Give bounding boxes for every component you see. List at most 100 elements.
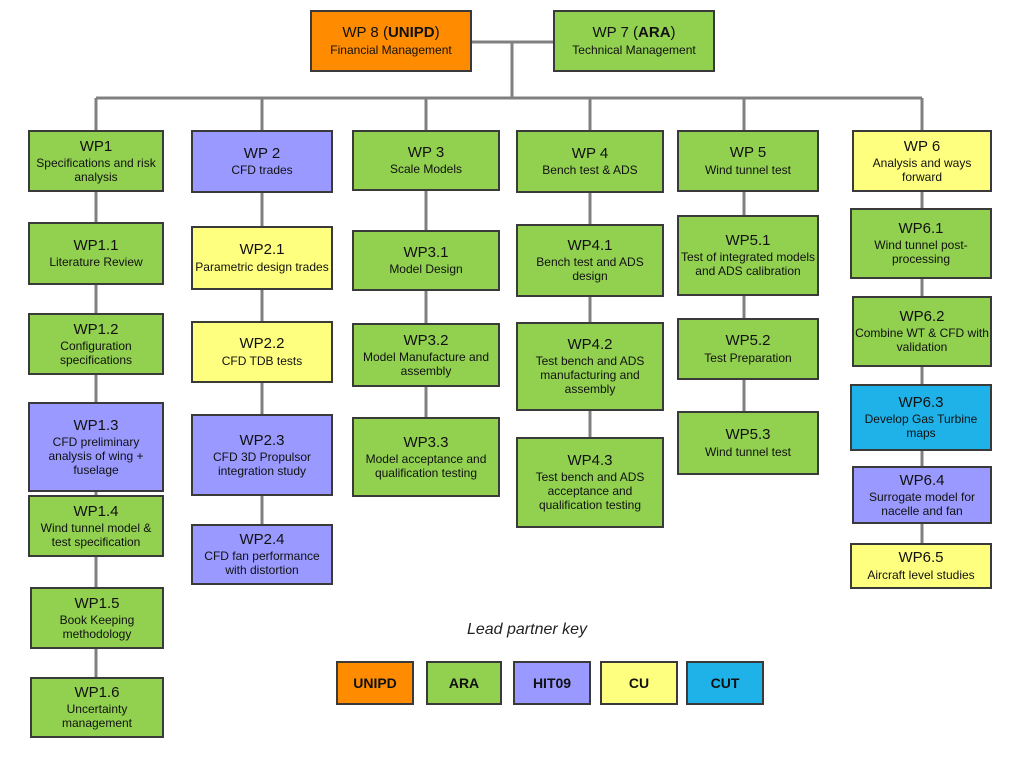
wp2-title: CFD trades [231, 163, 293, 178]
wp2-1-code: WP2.1 [239, 241, 285, 259]
wp1-6-code: WP1.6 [74, 684, 120, 702]
wp1-2-code: WP1.2 [73, 320, 119, 338]
wp8-box: WP 8 (UNIPD) Financial Management [310, 10, 472, 72]
wp6-1-title: Wind tunnel post-processing [874, 238, 968, 267]
wp3-1-title: Model Design [389, 262, 463, 277]
wp6-4-box: WP6.4 Surrogate model for nacelle and fa… [852, 466, 992, 524]
wp1-2-box: WP1.2 Configuration specifications [28, 313, 164, 375]
wp1-5-code: WP1.5 [74, 594, 120, 612]
wp5-3-box: WP5.3 Wind tunnel test [677, 411, 819, 475]
wp2-4-title: CFD fan performance with distortion [204, 549, 320, 578]
wp1-1-title: Literature Review [49, 255, 143, 270]
wp4-1-code: WP4.1 [567, 237, 613, 255]
wp1-5-title: Book Keeping methodology [59, 612, 135, 641]
wp2-1-title: Parametric design trades [195, 259, 329, 274]
wp5-title: Wind tunnel test [704, 162, 792, 177]
wp3-3-box: WP3.3 Model acceptance and qualification… [352, 417, 500, 497]
wp2-4-code: WP2.4 [239, 531, 285, 549]
wp5-1-box: WP5.1 Test of integrated models and ADS … [677, 215, 819, 296]
wp1-title: Specifications and risk analysis [36, 155, 156, 184]
wp4-1-title: Bench test and ADS design [536, 255, 644, 284]
wp7-box: WP 7 (ARA) Technical Management [553, 10, 715, 72]
wp6-3-code: WP6.3 [898, 394, 944, 412]
wp5-2-title: Test Preparation [704, 350, 792, 365]
wp6-2-code: WP6.2 [899, 308, 945, 326]
wp2-4-box: WP2.4 CFD fan performance with distortio… [191, 524, 333, 585]
wp3-1-box: WP3.1 Model Design [352, 230, 500, 291]
wp2-3-title: CFD 3D Propulsor integration study [212, 449, 312, 478]
wp8-partner: UNIPD [387, 24, 435, 42]
wp2-2-box: WP2.2 CFD TDB tests [191, 321, 333, 383]
wp1-4-code: WP1.4 [73, 502, 119, 520]
wp3-3-title: Model acceptance and qualification testi… [365, 451, 487, 480]
wp6-3-title: Develop Gas Turbine maps [864, 412, 978, 441]
wp6-1-code: WP6.1 [898, 220, 944, 238]
wp5-code: WP 5 [729, 144, 767, 162]
wp5-1-title: Test of integrated models and ADS calibr… [680, 250, 816, 279]
wp3-3-code: WP3.3 [403, 433, 449, 451]
wp1-3-box: WP1.3 CFD preliminary analysis of wing +… [28, 402, 164, 492]
wp3-box: WP 3 Scale Models [352, 130, 500, 191]
wp6-2-title: Combine WT & CFD with validation [855, 326, 989, 355]
wp4-box: WP 4 Bench test & ADS [516, 130, 664, 193]
key-cut: CUT [686, 661, 764, 705]
wp7-code: WP 7 [592, 24, 629, 42]
wp5-2-box: WP5.2 Test Preparation [677, 318, 819, 380]
wp6-2-box: WP6.2 Combine WT & CFD with validation [852, 296, 992, 367]
wp3-2-title: Model Manufacture and assembly [362, 349, 490, 378]
wp2-2-code: WP2.2 [239, 335, 285, 353]
wp3-2-box: WP3.2 Model Manufacture and assembly [352, 323, 500, 387]
key-title: Lead partner key [466, 621, 588, 638]
wp1-code: WP1 [79, 137, 113, 155]
key-hit09: HIT09 [513, 661, 591, 705]
wp1-box: WP1 Specifications and risk analysis [28, 130, 164, 192]
wp1-2-title: Configuration specifications [59, 338, 133, 367]
wp4-1-box: WP4.1 Bench test and ADS design [516, 224, 664, 297]
key-unipd: UNIPD [336, 661, 414, 705]
wp8-title: Financial Management [330, 42, 452, 57]
wp8-code: WP 8 [342, 24, 379, 42]
wp3-2-code: WP3.2 [403, 331, 449, 349]
wp2-3-box: WP2.3 CFD 3D Propulsor integration study [191, 414, 333, 496]
wp2-1-box: WP2.1 Parametric design trades [191, 226, 333, 290]
wp1-4-box: WP1.4 Wind tunnel model & test specifica… [28, 495, 164, 557]
wp1-3-title: CFD preliminary analysis of wing + fusel… [48, 434, 144, 477]
wp2-3-code: WP2.3 [239, 431, 285, 449]
wp1-6-box: WP1.6 Uncertainty management [30, 677, 164, 738]
wp2-code: WP 2 [243, 144, 281, 162]
wp6-4-code: WP6.4 [899, 471, 945, 489]
key-cu: CU [600, 661, 678, 705]
wp1-4-title: Wind tunnel model & test specification [40, 520, 152, 549]
wp3-title: Scale Models [389, 162, 463, 177]
wp4-title: Bench test & ADS [542, 163, 638, 178]
wp4-3-box: WP4.3 Test bench and ADS acceptance and … [516, 437, 664, 528]
wp2-2-title: CFD TDB tests [221, 353, 303, 368]
wp6-4-title: Surrogate model for nacelle and fan [868, 489, 976, 518]
wp1-1-code: WP1.1 [73, 236, 119, 254]
wp5-1-code: WP5.1 [725, 232, 771, 250]
wp6-1-box: WP6.1 Wind tunnel post-processing [850, 208, 992, 279]
wp6-5-code: WP6.5 [898, 549, 944, 567]
wp1-1-box: WP1.1 Literature Review [28, 222, 164, 285]
wp4-2-title: Test bench and ADS manufacturing and ass… [535, 354, 645, 397]
wp6-5-title: Aircraft level studies [867, 567, 975, 582]
wp4-3-title: Test bench and ADS acceptance and qualif… [535, 470, 645, 513]
wp3-1-code: WP3.1 [403, 243, 449, 261]
wp5-box: WP 5 Wind tunnel test [677, 130, 819, 192]
wp1-6-title: Uncertainty management [61, 702, 133, 731]
wp5-3-code: WP5.3 [725, 426, 771, 444]
wp6-box: WP 6 Analysis and ways forward [852, 130, 992, 192]
wp6-5-box: WP6.5 Aircraft level studies [850, 543, 992, 589]
wp4-code: WP 4 [571, 144, 609, 162]
wp1-3-code: WP1.3 [73, 416, 119, 434]
wp5-2-code: WP5.2 [725, 332, 771, 350]
wp6-3-box: WP6.3 Develop Gas Turbine maps [850, 384, 992, 451]
wp4-2-code: WP4.2 [567, 336, 613, 354]
wp3-code: WP 3 [407, 143, 445, 161]
wp5-3-title: Wind tunnel test [704, 444, 792, 459]
wp7-title: Technical Management [572, 42, 696, 57]
wp6-code: WP 6 [903, 137, 941, 155]
wp4-3-code: WP4.3 [567, 452, 613, 470]
wp6-title: Analysis and ways forward [872, 155, 972, 184]
